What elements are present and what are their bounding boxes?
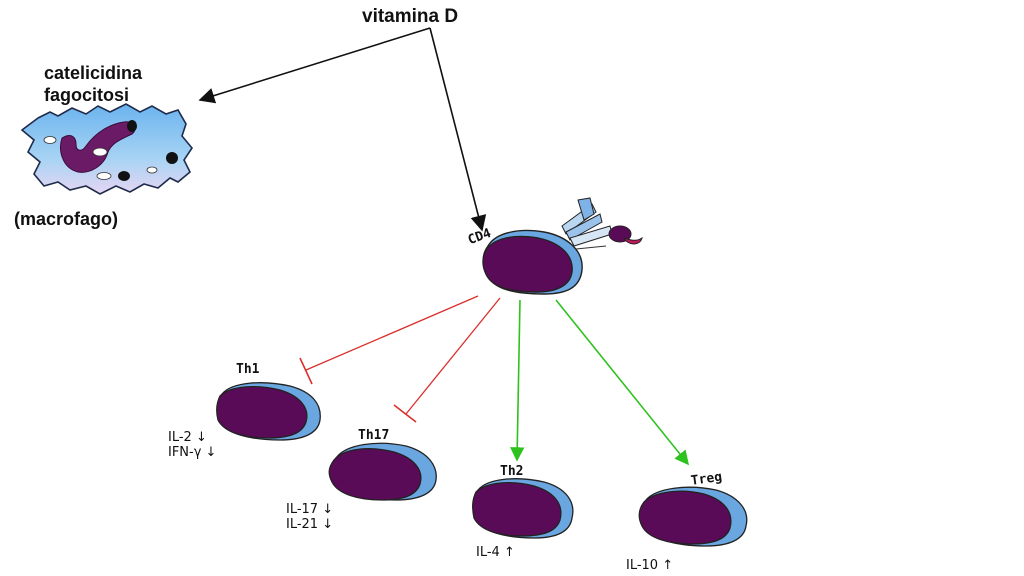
tcr-receptor-icon <box>561 197 643 251</box>
th2-cell <box>472 478 574 539</box>
inhibition-lines <box>299 295 501 423</box>
macrophage-label: (macrofago) <box>14 209 119 229</box>
th1-cytokine-il2: IL-2 ↓ <box>168 430 207 445</box>
th17-cytokine-il17: IL-17 ↓ <box>286 502 334 517</box>
activation-arrows <box>510 299 690 466</box>
th1-label: Th1 <box>236 362 260 377</box>
macrophage-cell <box>20 103 193 195</box>
vitamin-d-title: vitamina D <box>362 6 459 27</box>
th17-cytokine-il21: IL-21 ↓ <box>286 517 334 532</box>
arrow-to-macrophage <box>198 27 431 104</box>
th2-cytokine-il4: IL-4 ↑ <box>476 545 515 560</box>
treg-cytokine-il10: IL-10 ↑ <box>626 558 674 573</box>
macrophage-label-fagocitosi: fagocitosi <box>44 85 130 105</box>
macrophage-label-catelicidina: catelicidina <box>44 63 143 83</box>
th17-cell <box>328 442 437 501</box>
treg-cell <box>638 486 748 547</box>
th1-cytokine-ifng: IFN-γ ↓ <box>168 445 217 460</box>
th1-cell <box>216 382 321 441</box>
arrow-to-cd4 <box>429 27 487 232</box>
vitamin-d-arrows <box>198 27 487 232</box>
th2-label: Th2 <box>500 464 524 479</box>
cd4-cell <box>482 197 643 295</box>
th17-label: Th17 <box>358 428 390 443</box>
